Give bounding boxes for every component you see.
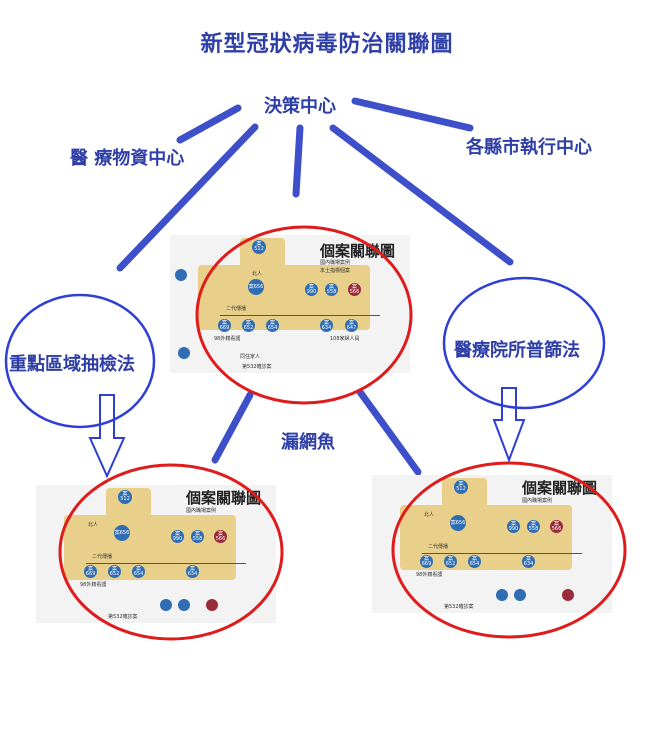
case-node: 案566 [348, 283, 361, 296]
node-county-exec-center: 各縣市執行中心 [466, 137, 592, 158]
case-node: 案566 [550, 520, 563, 533]
case-node: 案990 [171, 530, 184, 543]
case-node: 案512 [454, 480, 468, 494]
case-node: 案990 [507, 520, 520, 533]
node-medical-supply-center: 醫 療物資中心 [70, 148, 185, 169]
case-node: 案634 [320, 319, 333, 332]
case-node: 案558 [527, 520, 540, 533]
case-node: 案669 [420, 555, 433, 568]
case-graph-panel-right: 個案關聯圖 國內職場案例 案512 北人 案656 案990 案558 案566… [372, 475, 612, 613]
node-key-area-sampling: 重點區域抽檢法 [9, 354, 135, 375]
case-node [514, 589, 526, 601]
case-node [178, 347, 190, 359]
case-node: 案656 [114, 525, 130, 541]
case-node [178, 599, 190, 611]
link-center-bottom [292, 124, 304, 198]
node-hospital-screening: 醫療院所普篩法 [454, 340, 580, 361]
panel-heading: 個案關聯圖 [320, 242, 396, 260]
case-node: 案512 [252, 240, 266, 254]
link-panel-bottom-left [211, 391, 254, 464]
case-node: 案558 [325, 283, 338, 296]
case-node [160, 599, 172, 611]
case-node: 案669 [218, 319, 231, 332]
link-panel-bottom-right [356, 388, 422, 476]
case-node: 案669 [84, 565, 97, 578]
case-node: 案656 [248, 279, 264, 295]
link-center-right-mid [329, 124, 514, 266]
link-center-left-top [176, 104, 242, 144]
case-node: 案647 [345, 319, 358, 332]
ellipse-right [442, 276, 606, 410]
arrow-right-down [492, 387, 526, 463]
case-node: 案652 [108, 565, 121, 578]
case-node: 案654 [266, 319, 279, 332]
red-circle-left [58, 463, 284, 641]
case-node: 案654 [468, 555, 481, 568]
case-node: 案634 [522, 555, 535, 568]
case-node: 案634 [186, 565, 199, 578]
link-center-left-mid [116, 123, 259, 272]
case-node [496, 589, 508, 601]
red-circle-top [195, 225, 413, 405]
case-node: 案558 [191, 530, 204, 543]
diagram-title: 新型冠狀病毒防治關聯圖 [200, 32, 454, 57]
ellipse-left [4, 293, 156, 429]
arrow-left-down [88, 394, 126, 479]
node-decision-center: 決策中心 [264, 96, 336, 117]
case-node [175, 269, 187, 281]
case-node: 案652 [444, 555, 457, 568]
case-node: 案652 [242, 319, 255, 332]
case-node [562, 589, 574, 601]
case-node: 案566 [214, 530, 227, 543]
link-center-right-top [351, 97, 474, 132]
case-node: 案654 [132, 565, 145, 578]
case-node: 案656 [450, 515, 466, 531]
case-node [206, 599, 218, 611]
case-node: 案512 [118, 490, 132, 504]
case-node: 案990 [305, 283, 318, 296]
case-graph-panel-top: 個案關聯圖 國內職場案例 本土指標個案 案512 北人 案656 案990 案5… [170, 235, 410, 373]
node-escapee-label: 漏網魚 [281, 432, 335, 453]
red-circle-right [391, 461, 627, 639]
